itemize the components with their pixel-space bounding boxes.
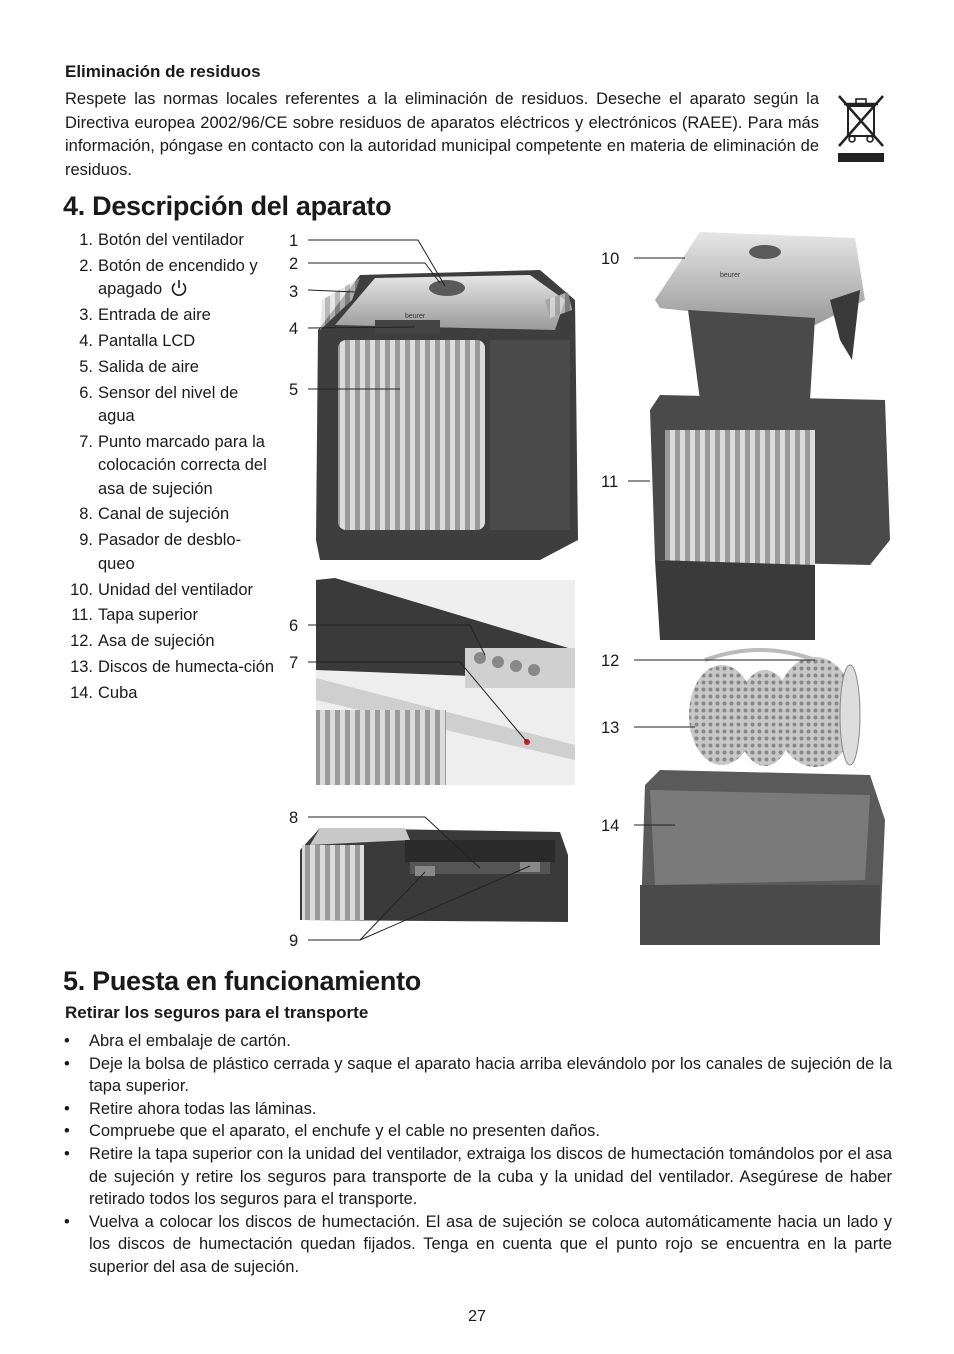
svg-text:beurer: beurer <box>720 272 741 279</box>
callout-10: 10 <box>601 250 619 268</box>
list-item: 5.Salida de aire <box>79 357 199 376</box>
callout-13: 13 <box>601 719 619 737</box>
callout-9: 9 <box>289 932 298 950</box>
transport-subheading: Retirar los seguros para el transporte <box>65 1003 369 1022</box>
list-item: •Compruebe que el aparato, el enchufe y … <box>64 1122 600 1141</box>
callout-3: 3 <box>289 283 298 301</box>
list-item: 10.Unidad del ventilador <box>70 580 254 599</box>
discs-image <box>689 648 861 767</box>
list-item: •Retire la tapa superior con la unidad d… <box>64 1144 892 1209</box>
page-number: 27 <box>468 1308 486 1325</box>
callout-2: 2 <box>289 255 298 273</box>
callout-labels: 1 2 3 4 5 6 7 8 9 10 11 12 13 14 <box>289 232 619 950</box>
bullet-list: •Abra el embalaje de cartón. •Deje la bo… <box>62 1030 892 1279</box>
list-item: •Abra el embalaje de cartón. <box>64 1032 291 1050</box>
list-item: 11.Tapa superior <box>71 606 198 625</box>
list-item: 9.Pasador de desblo-queo <box>79 531 242 573</box>
callout-7: 7 <box>289 654 298 672</box>
parts-list: 1.Botón del ventilador 2.Botón de encend… <box>60 229 275 708</box>
callout-8: 8 <box>289 809 298 827</box>
appliance-illustration: beurer beurer <box>289 232 890 950</box>
list-item: 8.Canal de sujeción <box>79 505 230 524</box>
disposal-heading: Eliminación de residuos <box>65 62 261 81</box>
list-item: •Retire ahora todas las láminas. <box>64 1099 317 1118</box>
section5-title: 5. Puesta en funcionamiento <box>63 966 421 996</box>
power-icon <box>171 280 187 297</box>
top-cover-image <box>650 395 890 640</box>
list-item: •Vuelva a colocar los discos de humectac… <box>64 1212 892 1276</box>
list-item: 7.Punto marcado para la colocación corre… <box>79 432 267 498</box>
list-item: •Deje la bolsa de plástico cerrada y saq… <box>64 1054 892 1096</box>
callout-6: 6 <box>289 617 298 635</box>
list-item: 13.Discos de humecta-ción <box>70 658 275 677</box>
fan-unit-image: beurer <box>655 232 865 412</box>
crossed-out-bin-icon <box>838 95 884 162</box>
list-item: 1.Botón del ventilador <box>79 231 244 249</box>
leader-lines <box>307 239 815 941</box>
section4-title: 4. Descripción del aparato <box>63 191 392 221</box>
detail-sensor-image <box>316 578 575 785</box>
list-item: 14.Cuba <box>70 684 138 703</box>
svg-text:beurer: beurer <box>405 313 426 320</box>
list-item: 6.Sensor del nivel de agua <box>79 383 239 426</box>
list-item: 12.Asa de sujeción <box>70 632 215 651</box>
callout-14: 14 <box>601 817 619 835</box>
detail-channel-image <box>300 828 568 922</box>
callout-4: 4 <box>289 320 298 338</box>
callout-1: 1 <box>289 232 298 250</box>
main-unit-image: beurer <box>316 270 578 560</box>
disposal-text: Respete las normas locales referentes a … <box>65 90 819 179</box>
callout-11: 11 <box>601 473 618 491</box>
list-item: 3.Entrada de aire <box>79 306 211 325</box>
callout-12: 12 <box>601 652 619 670</box>
callout-5: 5 <box>289 381 298 399</box>
list-item: 2.Botón de encendido y apagado <box>79 256 258 299</box>
list-item: 4.Pantalla LCD <box>79 331 196 350</box>
tank-image <box>640 770 885 945</box>
